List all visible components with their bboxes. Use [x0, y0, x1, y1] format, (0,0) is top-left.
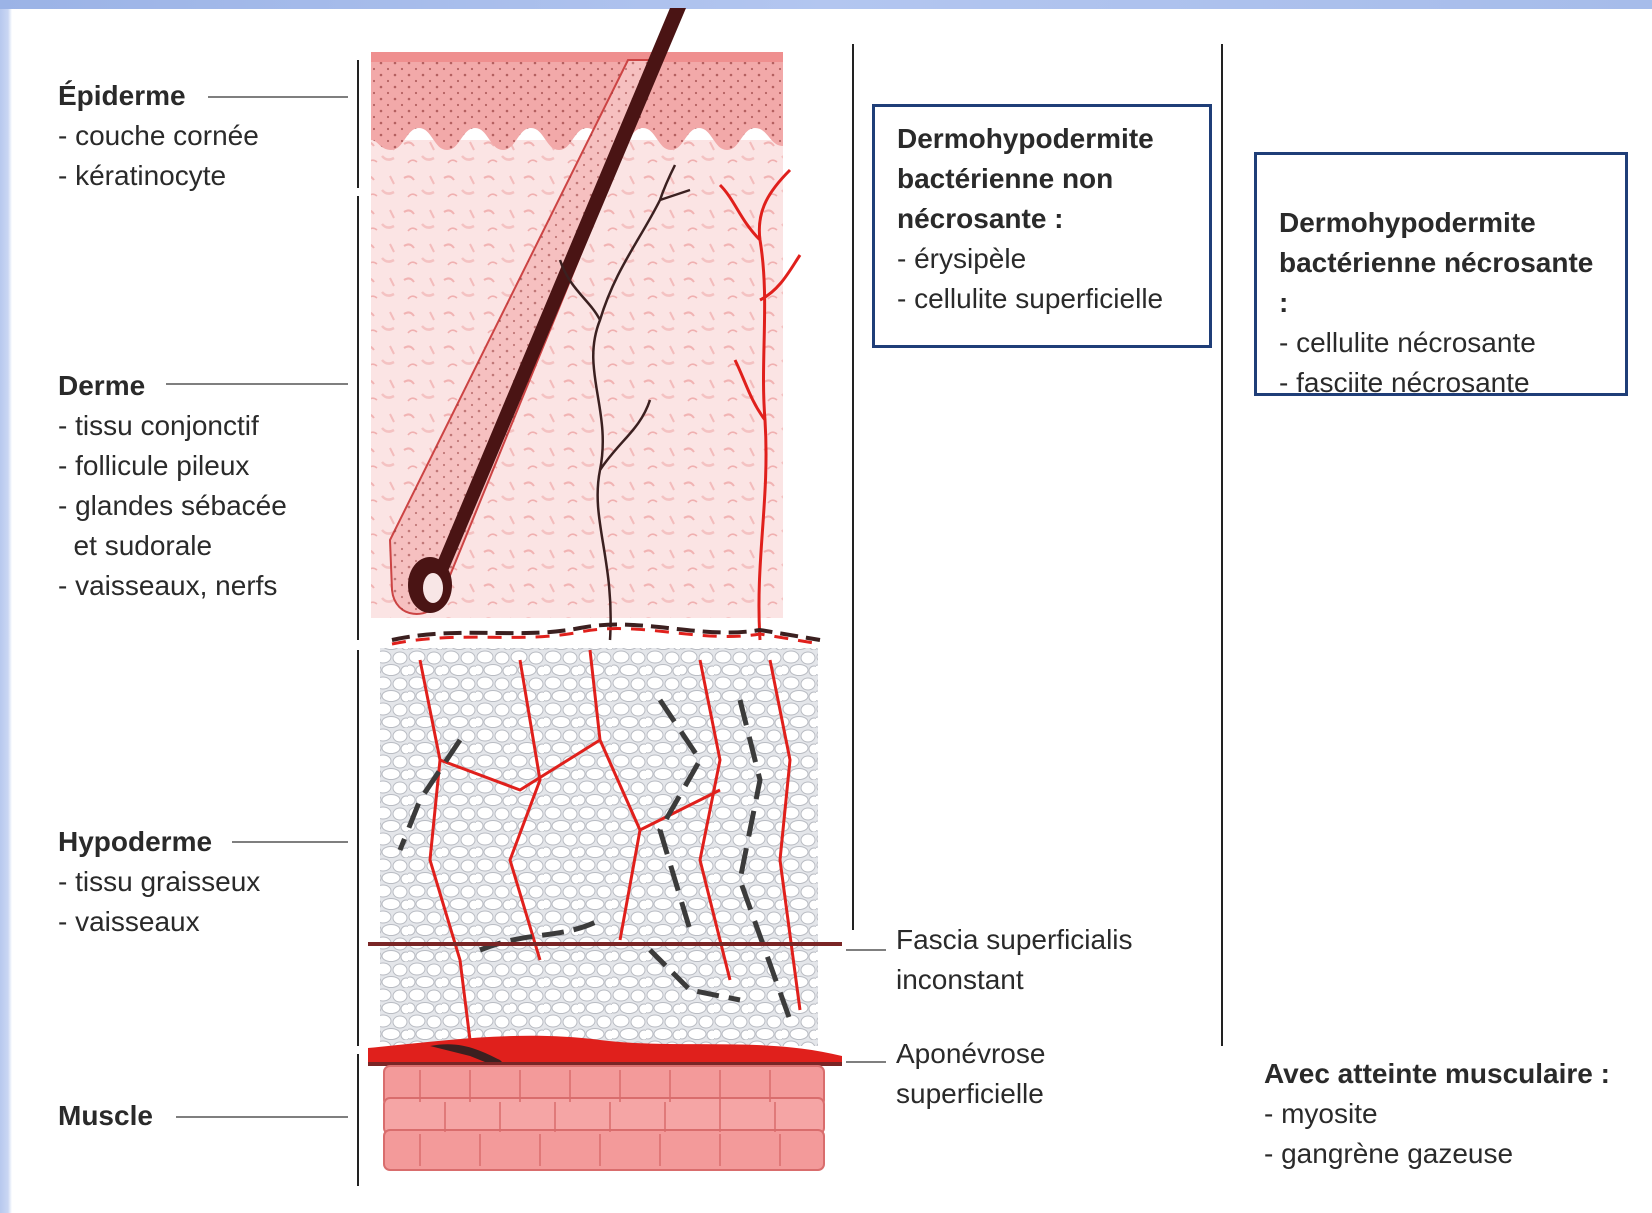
label-hypoderme: Hypoderme - tissu graisseux - vaisseaux: [58, 822, 260, 942]
non-necrosante-title: nécrosante :: [897, 199, 1187, 239]
block-atteinte-musculaire: Avec atteinte musculaire : - myosite - g…: [1264, 1054, 1610, 1174]
hypodermis-layer: [380, 648, 818, 1046]
non-necrosante-item: - cellulite superficielle: [897, 279, 1187, 319]
non-necrosante-item: - érysipèle: [897, 239, 1187, 279]
musculaire-item: - myosite: [1264, 1094, 1610, 1134]
non-necrosante-title: Dermohypodermite: [897, 119, 1187, 159]
label-derme: Derme - tissu conjonctif - follicule pil…: [58, 366, 287, 606]
aponevrose-line-2: superficielle: [896, 1074, 1045, 1114]
epiderme-title: Épiderme: [58, 76, 259, 116]
hypoderme-item: - vaisseaux: [58, 902, 260, 942]
callout-fascia: Fascia superficialis inconstant: [896, 920, 1133, 1000]
epiderme-item: - couche cornée: [58, 116, 259, 156]
box-non-necrosante: Dermohypodermite bactérienne non nécrosa…: [872, 104, 1212, 348]
musculaire-title: Avec atteinte musculaire :: [1264, 1054, 1610, 1094]
non-necrosante-title: bactérienne non: [897, 159, 1187, 199]
derme-item: - tissu conjonctif: [58, 406, 287, 446]
musculaire-item: - gangrène gazeuse: [1264, 1134, 1610, 1174]
hypoderme-title: Hypoderme: [58, 822, 260, 862]
aponevrose-line-1: Aponévrose: [896, 1034, 1045, 1074]
muscle-title: Muscle: [58, 1096, 153, 1136]
derme-item: - vaisseaux, nerfs: [58, 566, 287, 606]
derme-item: et sudorale: [58, 526, 287, 566]
fascia-line-2: inconstant: [896, 960, 1133, 1000]
necrosante-item: - cellulite nécrosante: [1279, 323, 1603, 363]
derme-title: Derme: [58, 366, 287, 406]
label-epiderme: Épiderme - couche cornée - kératinocyte: [58, 76, 259, 196]
necrosante-title: bactérienne nécrosante :: [1279, 243, 1603, 323]
derme-item: - glandes sébacée: [58, 486, 287, 526]
epiderme-item: - kératinocyte: [58, 156, 259, 196]
hypoderme-item: - tissu graisseux: [58, 862, 260, 902]
derme-item: - follicule pileux: [58, 446, 287, 486]
necrosante-item: - fasciite nécrosante: [1279, 363, 1603, 403]
box-necrosante: Dermohypodermite bactérienne nécrosante …: [1254, 152, 1628, 396]
callout-aponevrose: Aponévrose superficielle: [896, 1034, 1045, 1114]
label-muscle: Muscle: [58, 1096, 153, 1136]
fascia-line-1: Fascia superficialis: [896, 920, 1133, 960]
muscle-layer: [384, 1066, 824, 1170]
necrosante-title: Dermohypodermite: [1279, 203, 1603, 243]
